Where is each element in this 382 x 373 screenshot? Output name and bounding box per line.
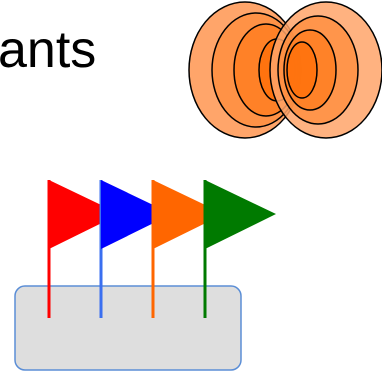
green-flag (203, 180, 276, 318)
slide-heading: ants (0, 21, 97, 79)
blue-flag (99, 180, 172, 318)
orbital-right-lobe (269, 1, 382, 139)
orbital-diagram (188, 1, 382, 139)
orange-flag (151, 180, 224, 318)
platform (14, 285, 242, 371)
red-flag (47, 180, 120, 318)
